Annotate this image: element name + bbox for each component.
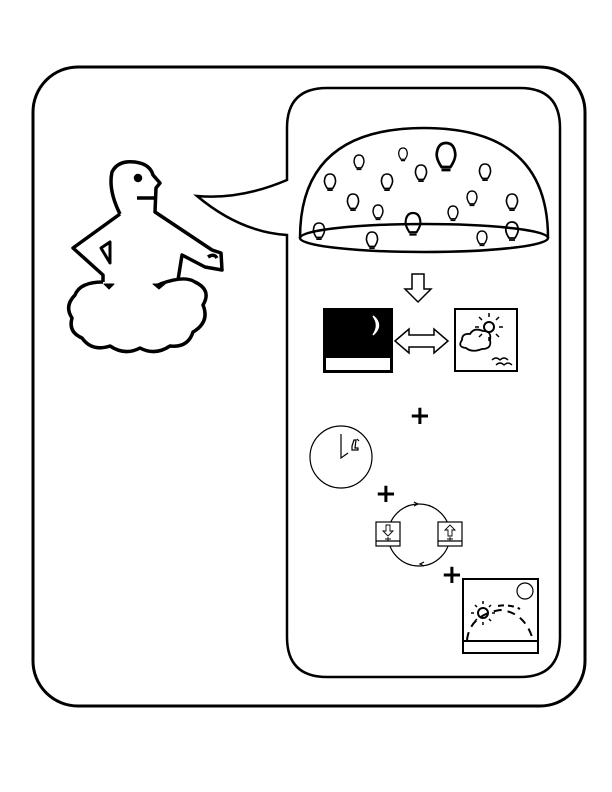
light-bulb-icon <box>346 193 360 212</box>
plus-sign-3: + <box>441 560 463 590</box>
double-arrow-icon <box>393 327 450 355</box>
night-panel-icon <box>323 308 393 373</box>
clock-icon <box>309 425 373 489</box>
light-bulb-dome-icon <box>298 126 550 254</box>
sun-path-panel-icon <box>462 578 539 654</box>
light-bulb-icon <box>353 154 365 171</box>
light-bulb-icon <box>435 141 457 172</box>
light-bulb-icon <box>365 231 379 250</box>
light-bulb-icon <box>478 163 492 182</box>
light-bulb-icon <box>466 190 478 207</box>
light-bulb-icon <box>372 204 384 221</box>
plus-sign-2: + <box>375 479 397 509</box>
light-bulb-icon <box>323 173 337 192</box>
light-bulb-icon <box>398 147 408 162</box>
light-bulb-icon <box>414 164 428 183</box>
light-bulb-icon <box>447 205 459 222</box>
down-arrow-icon <box>403 273 433 304</box>
light-bulbs <box>312 141 520 250</box>
light-bulb-icon <box>312 222 326 241</box>
light-bulb-icon <box>476 230 488 247</box>
plus-sign-1: + <box>409 401 431 431</box>
light-bulb-icon <box>404 211 422 236</box>
person-on-cloud-icon <box>66 159 224 354</box>
light-bulb-icon <box>505 193 519 212</box>
light-bulb-icon <box>380 173 394 192</box>
speech-bubble <box>193 86 562 679</box>
sunrise-sunset-cycle-icon <box>375 501 463 567</box>
light-bulb-icon <box>504 221 520 241</box>
day-panel-icon <box>454 308 518 372</box>
outer-frame <box>31 65 587 708</box>
